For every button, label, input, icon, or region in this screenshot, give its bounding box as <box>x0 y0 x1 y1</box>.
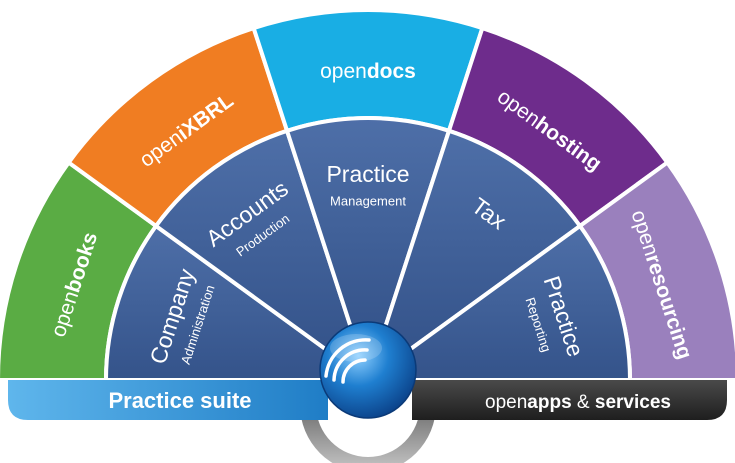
bottom-bar: Practice suite openapps & services <box>8 380 727 420</box>
segment-opendocs[interactable]: opendocs <box>251 8 485 134</box>
practice-suite-bar[interactable] <box>8 380 328 420</box>
segment-openresourcing[interactable]: openresourcing <box>577 159 735 380</box>
wifi-signal-icon <box>324 338 371 384</box>
practice-management-subtitle: Management <box>330 193 406 208</box>
outer-ring: openbooksopeniXBRLopendocsopenhostingope… <box>0 8 735 380</box>
practice-suite-label: Practice suite <box>108 388 251 413</box>
openapps-services-label: openapps & services <box>485 392 671 413</box>
practice-management-title: Practice <box>326 161 409 187</box>
segment-openixbrl[interactable]: openiXBRL <box>65 25 290 229</box>
hub[interactable] <box>319 321 417 419</box>
inner-ring: CompanyAdministrationAccountsProductionP… <box>103 116 633 380</box>
opendocs-label: opendocs <box>320 60 416 83</box>
openapps-services-bar[interactable] <box>412 380 727 420</box>
segment-openbooks[interactable]: openbooks <box>0 159 159 380</box>
hub-ring <box>300 405 436 463</box>
hub-highlight <box>330 334 382 362</box>
